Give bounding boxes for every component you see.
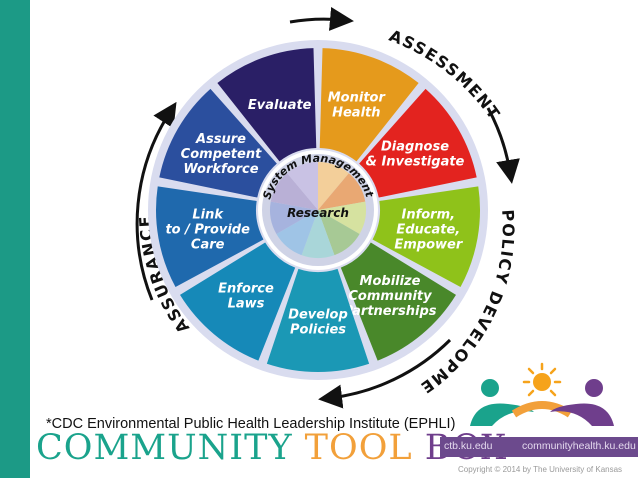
hub-slice-1 xyxy=(318,173,366,210)
brand-community: COMMUNITY xyxy=(36,428,305,468)
footnote: *CDC Environmental Public Health Leaders… xyxy=(46,416,456,432)
copyright-text: Copyright © 2014 by The University of Ka… xyxy=(458,465,623,474)
ctb-link[interactable]: ctb.ku.edu xyxy=(444,440,493,452)
sun-icon xyxy=(522,362,562,397)
people-figures-icon xyxy=(470,379,614,426)
segment-6 xyxy=(156,186,264,288)
brand-tool: TOOL xyxy=(304,428,425,468)
segment-label-8: Evaluate xyxy=(248,98,312,113)
cycle-arrows xyxy=(135,6,520,409)
brand-wordmark: COMMUNITY TOOL BOX xyxy=(36,426,507,470)
segment-4 xyxy=(266,268,370,372)
segment-8 xyxy=(217,48,317,162)
hub-slice-7 xyxy=(270,173,318,210)
segment-7 xyxy=(159,88,277,198)
hub-slice-6 xyxy=(270,201,318,234)
research-label: Research xyxy=(287,206,349,220)
segment-label-2: Inform,Educate,Empower xyxy=(394,207,463,252)
segment-5 xyxy=(180,242,296,361)
segment-0 xyxy=(319,48,419,162)
community-health-link[interactable]: communityhealth.ku.edu xyxy=(522,440,636,452)
hub-slice-5 xyxy=(276,210,318,256)
ctb-logo-icon xyxy=(470,362,614,426)
segment-3 xyxy=(340,242,456,361)
segment-label-1: Diagnose& Investigate xyxy=(366,140,465,170)
segment-2 xyxy=(372,186,480,288)
hub-slice-2 xyxy=(318,201,366,234)
url-bar xyxy=(440,437,638,457)
segment-1 xyxy=(359,88,477,198)
left-accent-bar xyxy=(0,0,30,478)
hub-slice-0 xyxy=(318,162,349,210)
hub-slice-8 xyxy=(287,162,318,210)
hub-slices xyxy=(270,162,366,258)
hub-slice-4 xyxy=(301,210,335,258)
hub-slice-3 xyxy=(318,210,360,256)
